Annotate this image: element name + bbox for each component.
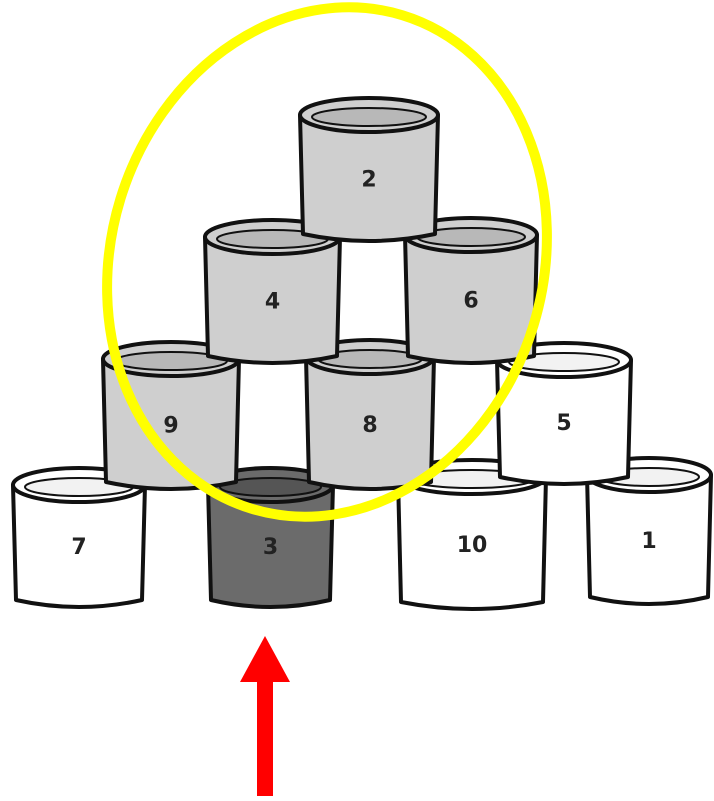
can-label: 1 [641, 529, 656, 554]
can-label: 8 [362, 413, 377, 438]
can-label: 7 [71, 535, 86, 560]
can-label: 2 [361, 167, 376, 192]
can-6: 6 [405, 218, 537, 363]
red-up-arrow-icon [240, 636, 290, 796]
can-label: 9 [163, 414, 178, 439]
can-3: 3 [208, 468, 333, 607]
can-9: 9 [103, 342, 239, 489]
can-label: 3 [263, 535, 278, 560]
can-7: 7 [13, 468, 145, 607]
can-label: 10 [457, 533, 488, 558]
can-label: 4 [265, 289, 280, 314]
can-4: 4 [205, 220, 340, 363]
can-2: 2 [300, 98, 438, 241]
can-8: 8 [306, 340, 434, 489]
can-opening [312, 108, 426, 126]
can-label: 5 [556, 411, 571, 436]
can-label: 6 [463, 289, 478, 314]
